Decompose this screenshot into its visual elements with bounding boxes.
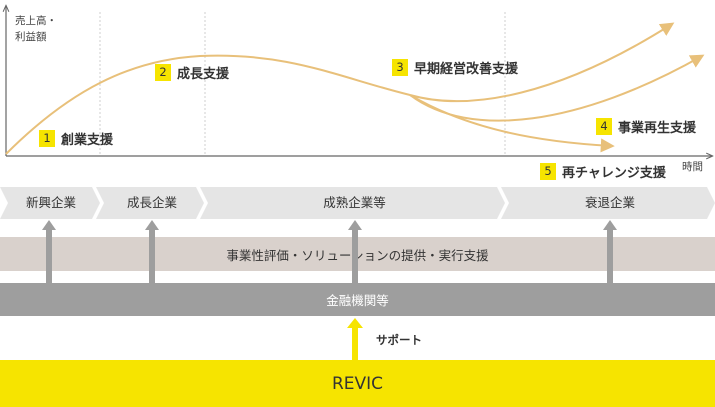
phase-founding-support: 1 創業支援 xyxy=(39,129,113,148)
financial-institutions-label: 金融機関等 xyxy=(326,293,389,308)
support-label: サポート xyxy=(376,333,422,347)
y-axis-label: 売上高・ 利益額 xyxy=(15,15,57,43)
phase-label: 成長支援 xyxy=(177,67,230,82)
stage-label-growth: 成長企業 xyxy=(126,195,177,210)
phase-growth-support: 2 成長支援 xyxy=(155,63,229,82)
phase-early-improvement-support: 3 早期経営改善支援 xyxy=(392,58,518,77)
stage-label-declining: 衰退企業 xyxy=(584,195,635,210)
phase-label: 創業支援 xyxy=(61,133,114,148)
stage-chevron-emerging xyxy=(0,187,100,219)
revic-label: REVIC xyxy=(331,373,384,394)
phase-label: 早期経営改善支援 xyxy=(414,62,519,77)
revic-band: REVIC xyxy=(0,360,715,407)
up-arrow xyxy=(348,220,362,284)
phase-badge: 2 xyxy=(155,64,171,81)
phase-label: 事業再生支援 xyxy=(618,121,697,136)
lifecycle-chart xyxy=(0,0,715,180)
phase-badge: 3 xyxy=(392,59,408,76)
phase-badge: 5 xyxy=(540,163,556,180)
phase-label: 再チャレンジ支援 xyxy=(562,166,666,181)
phase-rechallenge-support: 5 再チャレンジ支援 xyxy=(540,162,666,181)
phase-badge: 1 xyxy=(39,130,55,147)
curve-branch-early-improvement xyxy=(409,22,675,103)
curve-branch-rechallenge xyxy=(409,94,615,153)
stage-label-emerging: 新興企業 xyxy=(25,195,76,210)
support-arrows xyxy=(42,220,617,284)
lifecycle-curve xyxy=(5,54,411,155)
up-arrow xyxy=(145,220,159,284)
revic-support-arrow xyxy=(347,318,363,362)
up-arrow xyxy=(42,220,56,284)
stage-chevron-mature xyxy=(200,187,505,219)
stage-label-mature: 成熟企業等 xyxy=(323,195,386,210)
x-axis-label: 時間 xyxy=(682,161,703,173)
financial-institutions-band: 金融機関等 xyxy=(0,283,715,316)
phase-revitalization-support: 4 事業再生支援 xyxy=(596,117,696,136)
up-arrow xyxy=(603,220,617,284)
stage-chevron-growth xyxy=(96,187,204,219)
stage-chevrons xyxy=(0,187,715,219)
stage-chevron-declining xyxy=(501,187,715,219)
phase-badge: 4 xyxy=(596,118,612,135)
